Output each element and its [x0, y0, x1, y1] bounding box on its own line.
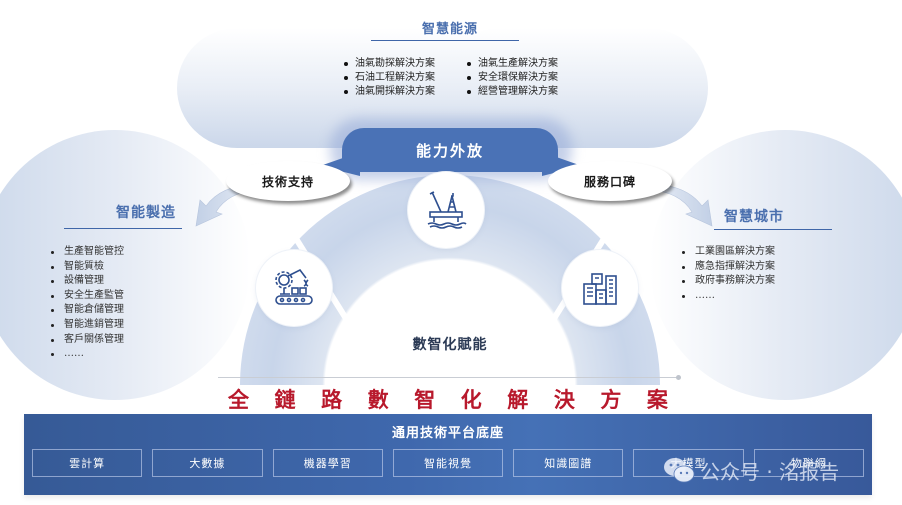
tile-computer-vision: 智能視覺	[392, 449, 504, 477]
offshore-oil-platform-icon	[408, 172, 484, 248]
list-item: 油氣開採解決方案	[343, 85, 435, 99]
list-item: 安全生產監管	[50, 289, 124, 304]
headline-char: 化	[460, 387, 482, 412]
smart-energy-list-right: 油氣生產解決方案 安全環保解決方案 經營管理解決方案	[466, 57, 558, 99]
tile-big-data: 大數據	[152, 449, 263, 477]
list-item: ……	[681, 289, 775, 304]
industrial-robot-conveyor-icon	[256, 250, 332, 326]
headline-char: 智	[414, 387, 436, 412]
list-item: 政府事務解決方案	[681, 274, 775, 289]
headline-char: 決	[553, 387, 575, 412]
smart-energy-rule	[371, 40, 519, 41]
smart-manufacturing-list: 生產智能管控 智能質檢 設備管理 安全生產監管 智能倉儲管理 智能進銷管理 客戶…	[50, 245, 124, 362]
service-reputation-bubble: 服務口碑	[548, 161, 672, 201]
capability-banner: 能力外放	[342, 128, 558, 172]
headline-char: 數	[367, 387, 389, 412]
list-item: 應急指揮解決方案	[681, 260, 775, 275]
smart-city-rule	[714, 229, 832, 230]
headline-char: 路	[321, 387, 343, 412]
tech-support-bubble: 技術支持	[226, 161, 350, 201]
list-item: 工業園區解決方案	[681, 245, 775, 260]
list-item: 經營管理解決方案	[466, 85, 558, 99]
tile-knowledge-graph: 知識圖譜	[513, 449, 624, 477]
list-item: 石油工程解決方案	[343, 71, 435, 85]
list-item: 油氣生產解決方案	[466, 57, 558, 71]
smart-city-list: 工業園區解決方案 應急指揮解決方案 政府事務解決方案 ……	[681, 245, 775, 303]
list-item: 智能倉儲管理	[50, 303, 124, 318]
tile-iot: 物聯網	[753, 449, 864, 477]
list-item: 設備管理	[50, 274, 124, 289]
list-item: 智能進銷管理	[50, 318, 124, 333]
headline-char: 方	[600, 387, 622, 412]
smart-energy-list-left: 油氣勘探解決方案 石油工程解決方案 油氣開採解決方案	[343, 57, 435, 99]
list-item: 油氣勘探解決方案	[343, 57, 435, 71]
smart-city-title: 智慧城市	[724, 209, 784, 225]
headline-char: 鏈	[274, 387, 296, 412]
list-item: 安全環保解決方案	[466, 71, 558, 85]
headline-char: 全	[228, 387, 249, 412]
tile-machine-learning: 機器學習	[272, 449, 383, 477]
left-blob	[0, 130, 250, 400]
core-label: 數智化賦能	[412, 337, 488, 353]
headline-char: 解	[507, 387, 529, 412]
list-item: 客戶關係管理	[50, 333, 124, 348]
full-chain-solution-headline: 全 鏈 路 數 智 化 解 決 方 案	[228, 384, 668, 414]
tech-platform-base: 通用技術平台底座 雲計算 大數據 機器學習 智能視覺 知識圖譜 大模型 物聯網	[24, 414, 872, 495]
core-inner-disc	[330, 292, 570, 412]
headline-rule-dot	[676, 375, 681, 380]
tile-large-model: 大模型	[633, 449, 744, 477]
city-buildings-icon	[562, 250, 638, 326]
tile-cloud-computing: 雲計算	[32, 449, 143, 477]
smart-manufacturing-rule	[64, 228, 182, 229]
headline-char: 案	[646, 387, 668, 412]
platform-title: 通用技術平台底座	[391, 426, 504, 441]
list-item: 生產智能管控	[50, 245, 124, 260]
platform-tiles: 雲計算 大數據 機器學習 智能視覺 知識圖譜 大模型 物聯網	[32, 449, 864, 477]
smart-energy-title: 智慧能源	[421, 22, 478, 37]
headline-rule	[218, 377, 678, 378]
smart-manufacturing-title: 智能製造	[116, 205, 176, 221]
right-blob	[650, 130, 902, 400]
list-item: 智能質檢	[50, 260, 124, 275]
list-item: ……	[50, 347, 124, 362]
